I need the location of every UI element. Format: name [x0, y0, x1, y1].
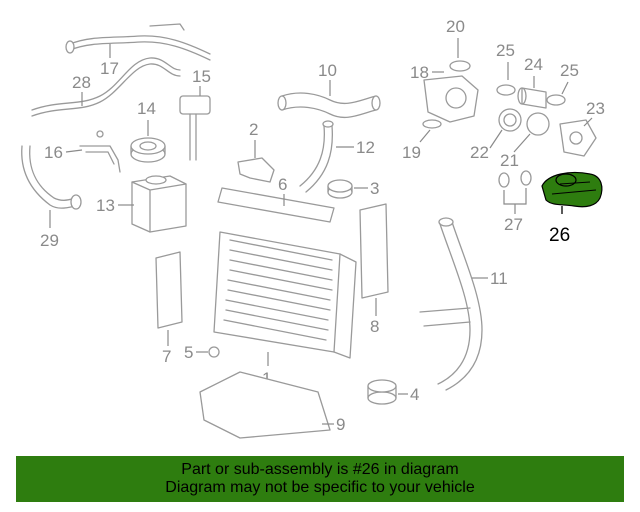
callout-18: 18	[410, 63, 429, 82]
part-9-deflector	[199, 371, 331, 439]
banner-line-2: Diagram may not be specific to your vehi…	[165, 479, 475, 496]
callout-14: 14	[137, 99, 156, 118]
parts-diagram: 17 28 15 14 16 29 13 2	[21, 17, 605, 439]
callout-27: 27	[504, 215, 523, 234]
part-28-hose	[31, 57, 181, 117]
callout-10: 10	[318, 61, 337, 80]
callout-28: 28	[72, 73, 91, 92]
callout-17: 17	[100, 59, 119, 78]
part-11-hose	[419, 217, 483, 391]
part-17-hose	[65, 23, 211, 61]
part-21-thermostat	[526, 112, 550, 136]
part-19-gasket	[422, 119, 442, 129]
callout-7: 7	[162, 347, 171, 366]
part-4-mount	[367, 379, 397, 405]
callout-25-left: 25	[496, 41, 515, 60]
part-26-water-outlet-highlighted	[541, 171, 603, 208]
part-5-plug	[208, 346, 220, 358]
part-23-outlet	[559, 119, 597, 157]
callout-23: 23	[586, 99, 605, 118]
part-3-cap	[327, 179, 353, 199]
callout-3: 3	[370, 179, 379, 198]
callout-21: 21	[500, 151, 519, 170]
part-12-hose	[299, 120, 334, 193]
callout-12: 12	[356, 138, 375, 157]
callout-26: 26	[549, 225, 570, 246]
part-15-sensor	[179, 95, 211, 161]
callout-13: 13	[96, 196, 115, 215]
part-1-radiator	[213, 231, 357, 359]
callout-29: 29	[40, 231, 59, 250]
info-banner: Part or sub-assembly is #26 in diagram D…	[16, 456, 624, 502]
callout-2: 2	[249, 120, 258, 139]
part-8-shield	[359, 203, 389, 299]
part-25-clamp-left	[496, 84, 516, 96]
callout-19: 19	[402, 143, 421, 162]
callout-9: 9	[336, 415, 345, 434]
callout-6: 6	[278, 175, 287, 194]
callout-11: 11	[490, 269, 508, 288]
part-7-shield	[155, 251, 183, 329]
part-6-bar	[217, 187, 335, 223]
part-20-cap	[449, 60, 471, 72]
callout-22: 22	[470, 143, 489, 162]
callout-8: 8	[370, 317, 379, 336]
callout-15: 15	[192, 67, 211, 86]
part-14-cap	[130, 137, 166, 163]
part-16-bracket	[79, 130, 121, 173]
part-22-gasket	[498, 108, 522, 132]
part-29-hose	[21, 145, 82, 210]
callout-5: 5	[184, 343, 193, 362]
part-18-housing	[423, 75, 479, 123]
part-27-orings	[498, 170, 532, 188]
callout-25-right: 25	[560, 61, 579, 80]
part-13-reservoir	[131, 175, 187, 233]
callout-20: 20	[446, 17, 465, 36]
part-2-bracket	[237, 157, 275, 183]
part-24-hose	[517, 87, 547, 109]
callout-4: 4	[410, 385, 419, 404]
part-10-hose	[277, 92, 381, 118]
callout-16: 16	[44, 143, 63, 162]
part-25-clamp-right	[546, 94, 566, 106]
callout-24: 24	[524, 55, 543, 74]
banner-line-1: Part or sub-assembly is #26 in diagram	[181, 461, 459, 478]
